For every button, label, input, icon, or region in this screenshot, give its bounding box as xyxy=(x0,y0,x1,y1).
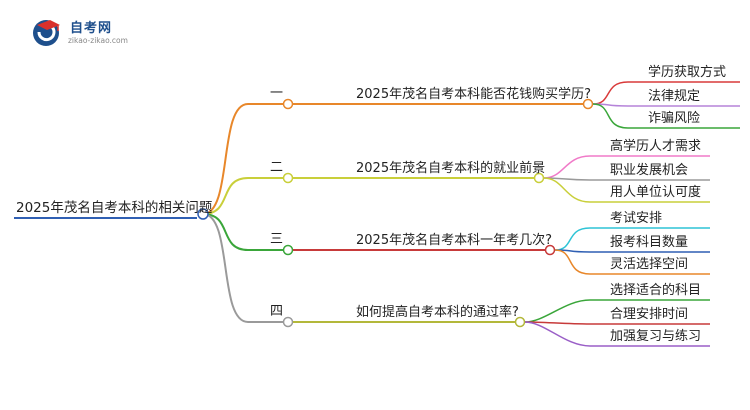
leaf-connector-2-1 xyxy=(543,155,591,179)
root-connector-4 xyxy=(202,213,249,323)
leaf-label-3-2: 报考科目数量 xyxy=(610,235,689,250)
leaf-connector-1-1 xyxy=(592,81,629,105)
branch-number-1: 一 xyxy=(270,86,284,101)
branch-label-2: 2025年茂名自考本科的就业前景 xyxy=(356,161,546,176)
root-topic: 2025年茂名自考本科的相关问题 xyxy=(16,200,213,216)
branch-num-node-1 xyxy=(282,98,294,110)
branch-label-4: 如何提高自考本科的通过率? xyxy=(356,305,519,320)
leaf-label-1-1: 学历获取方式 xyxy=(648,65,727,80)
leaf-label-4-3: 加强复习与练习 xyxy=(610,329,702,344)
root-connector-3 xyxy=(202,213,249,251)
root-connector-2 xyxy=(202,177,249,215)
logo-title: 自考网 xyxy=(70,21,113,36)
branch-num-node-2 xyxy=(282,172,294,184)
branch-node-4 xyxy=(514,316,526,328)
branch-num-node-4 xyxy=(282,316,294,328)
leaf-label-2-1: 高学历人才需求 xyxy=(610,139,702,154)
leaf-label-2-2: 职业发展机会 xyxy=(610,163,689,178)
branch-node-2 xyxy=(533,172,545,184)
leaf-label-3-3: 灵活选择空间 xyxy=(610,257,689,272)
leaf-label-1-3: 诈骗风险 xyxy=(648,111,701,126)
root-connector-1 xyxy=(202,103,249,215)
leaf-connector-1-3 xyxy=(592,103,629,129)
leaf-label-1-2: 法律规定 xyxy=(648,89,701,104)
branch-num-node-3 xyxy=(282,244,294,256)
branch-number-3: 三 xyxy=(270,232,284,247)
leaf-connector-4-3 xyxy=(524,321,591,347)
graduation-cap-icon xyxy=(33,20,60,46)
leaf-connector-2-3 xyxy=(543,177,591,203)
branch-label-1: 2025年茂名自考本科能否花钱购买学历? xyxy=(356,87,591,102)
branch-number-2: 二 xyxy=(270,160,284,175)
branch-label-3: 2025年茂名自考本科一年考几次? xyxy=(356,233,552,248)
leaf-connector-3-3 xyxy=(554,249,591,275)
branch-node-1 xyxy=(582,98,594,110)
leaf-label-4-1: 选择适合的科目 xyxy=(610,283,702,298)
branch-number-4: 四 xyxy=(270,304,284,319)
branch-node-3 xyxy=(544,244,556,256)
logo-subtitle: zikao-zikao.com xyxy=(68,36,128,45)
root-node xyxy=(197,208,209,220)
leaf-label-4-2: 合理安排时间 xyxy=(610,307,689,322)
site-logo[interactable]: 自考网 zikao-zikao.com xyxy=(30,14,140,50)
leaf-connector-4-1 xyxy=(524,299,591,323)
leaf-label-2-3: 用人单位认可度 xyxy=(610,185,702,200)
leaf-label-3-1: 考试安排 xyxy=(610,211,663,226)
leaf-connector-3-1 xyxy=(554,227,591,251)
